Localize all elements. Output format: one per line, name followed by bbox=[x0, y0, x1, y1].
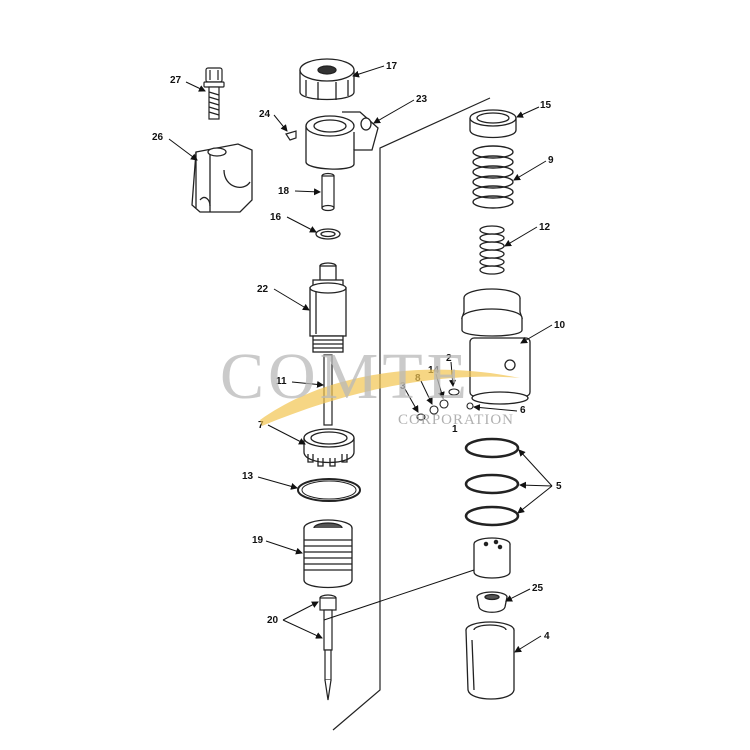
watermark: COMTE CORPORATION bbox=[220, 340, 520, 428]
callout-20: 20 bbox=[267, 615, 279, 626]
callout-3: 3 bbox=[400, 381, 406, 392]
callout-5: 5 bbox=[556, 481, 562, 492]
part-valve-block bbox=[473, 537, 511, 579]
callout-24: 24 bbox=[259, 109, 271, 120]
callout-11: 11 bbox=[276, 376, 287, 387]
leader-lines bbox=[168, 65, 553, 653]
part-small-fittings bbox=[416, 388, 474, 421]
callout-17: 17 bbox=[386, 61, 398, 72]
part-19-sleeve bbox=[303, 519, 353, 589]
assembly-boundary-line bbox=[332, 97, 491, 731]
part-22-plunger bbox=[309, 262, 347, 353]
watermark-swoosh bbox=[260, 369, 520, 426]
watermark-brand: COMTE bbox=[220, 340, 471, 413]
part-16-snap-ring bbox=[315, 228, 341, 240]
part-24-screw bbox=[285, 130, 297, 141]
callout-numbers: 27 26 24 17 23 18 16 22 11 7 13 19 20 15… bbox=[152, 61, 566, 642]
part-18-pin bbox=[321, 172, 335, 212]
callout-6: 6 bbox=[520, 405, 526, 416]
callout-15: 15 bbox=[540, 100, 552, 111]
callout-18: 18 bbox=[278, 186, 290, 197]
part-5-o-rings bbox=[464, 437, 520, 527]
part-27-bolt bbox=[203, 67, 225, 120]
part-26-clamp bbox=[191, 143, 253, 213]
callout-25: 25 bbox=[532, 583, 544, 594]
part-7-retainer bbox=[303, 428, 355, 467]
callout-2: 2 bbox=[446, 353, 452, 364]
callout-7: 7 bbox=[258, 420, 264, 431]
callout-26: 26 bbox=[152, 132, 164, 143]
part-10-body bbox=[461, 288, 531, 405]
watermark-subtitle: CORPORATION bbox=[398, 412, 514, 428]
callout-16: 16 bbox=[270, 212, 282, 223]
callout-27: 27 bbox=[170, 75, 182, 86]
callout-23: 23 bbox=[416, 94, 428, 105]
part-4-nozzle bbox=[465, 621, 515, 700]
part-12-spring bbox=[479, 225, 505, 275]
part-15-spring-seat bbox=[469, 109, 517, 139]
callout-10: 10 bbox=[554, 320, 566, 331]
part-23-cap bbox=[305, 111, 379, 170]
callout-4: 4 bbox=[544, 631, 550, 642]
part-20-needle bbox=[319, 594, 337, 701]
part-17-nut bbox=[299, 58, 355, 101]
callout-13: 13 bbox=[242, 471, 254, 482]
callout-12: 12 bbox=[539, 222, 551, 233]
callout-9: 9 bbox=[548, 155, 554, 166]
part-25-spacer bbox=[476, 591, 508, 613]
callout-22: 22 bbox=[257, 284, 269, 295]
callout-19: 19 bbox=[252, 535, 264, 546]
part-13-o-ring bbox=[297, 478, 361, 502]
callout-1: 1 bbox=[452, 424, 458, 435]
part-9-spring bbox=[472, 145, 514, 209]
